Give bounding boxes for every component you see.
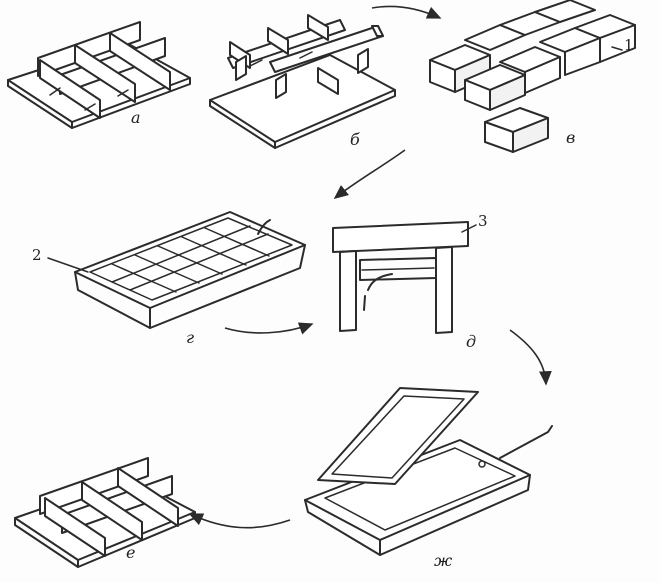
arrow-g-to-d [224,322,314,335]
stage-d-press-drawing [332,221,469,334]
arrow-zh-to-e [188,513,291,529]
stage-label-e: е [126,543,136,562]
stage-label-zh: ж [434,551,453,570]
stage-g-tray-drawing [74,211,306,329]
stage-v-cubes-drawing [429,0,636,153]
callout-1-leader [611,46,623,51]
callout-3-number: 3 [478,212,488,230]
stage-label-v: в [566,128,576,147]
callout-3-leader [461,224,477,233]
arrow-d-to-zh [509,329,552,386]
stage-zh-mold-drawing [304,387,553,556]
arrow-b-to-v [371,5,442,19]
stage-label-g: г [186,328,195,347]
flow-arrows [188,5,552,529]
callout-2-number: 2 [32,246,42,264]
stage-e-grid-drawing [14,457,196,568]
arrow-v-to-g [333,149,406,199]
callout-leaders [47,46,623,273]
callout-2-leader [47,257,89,273]
stage-b-parts-drawing [209,14,396,149]
stage-label-b: б [350,130,360,149]
stage-label-a: а [131,108,141,127]
stage-a-grid-drawing [7,21,191,129]
stage-label-d: д [466,332,477,351]
callout-1-number: 1 [624,36,634,54]
